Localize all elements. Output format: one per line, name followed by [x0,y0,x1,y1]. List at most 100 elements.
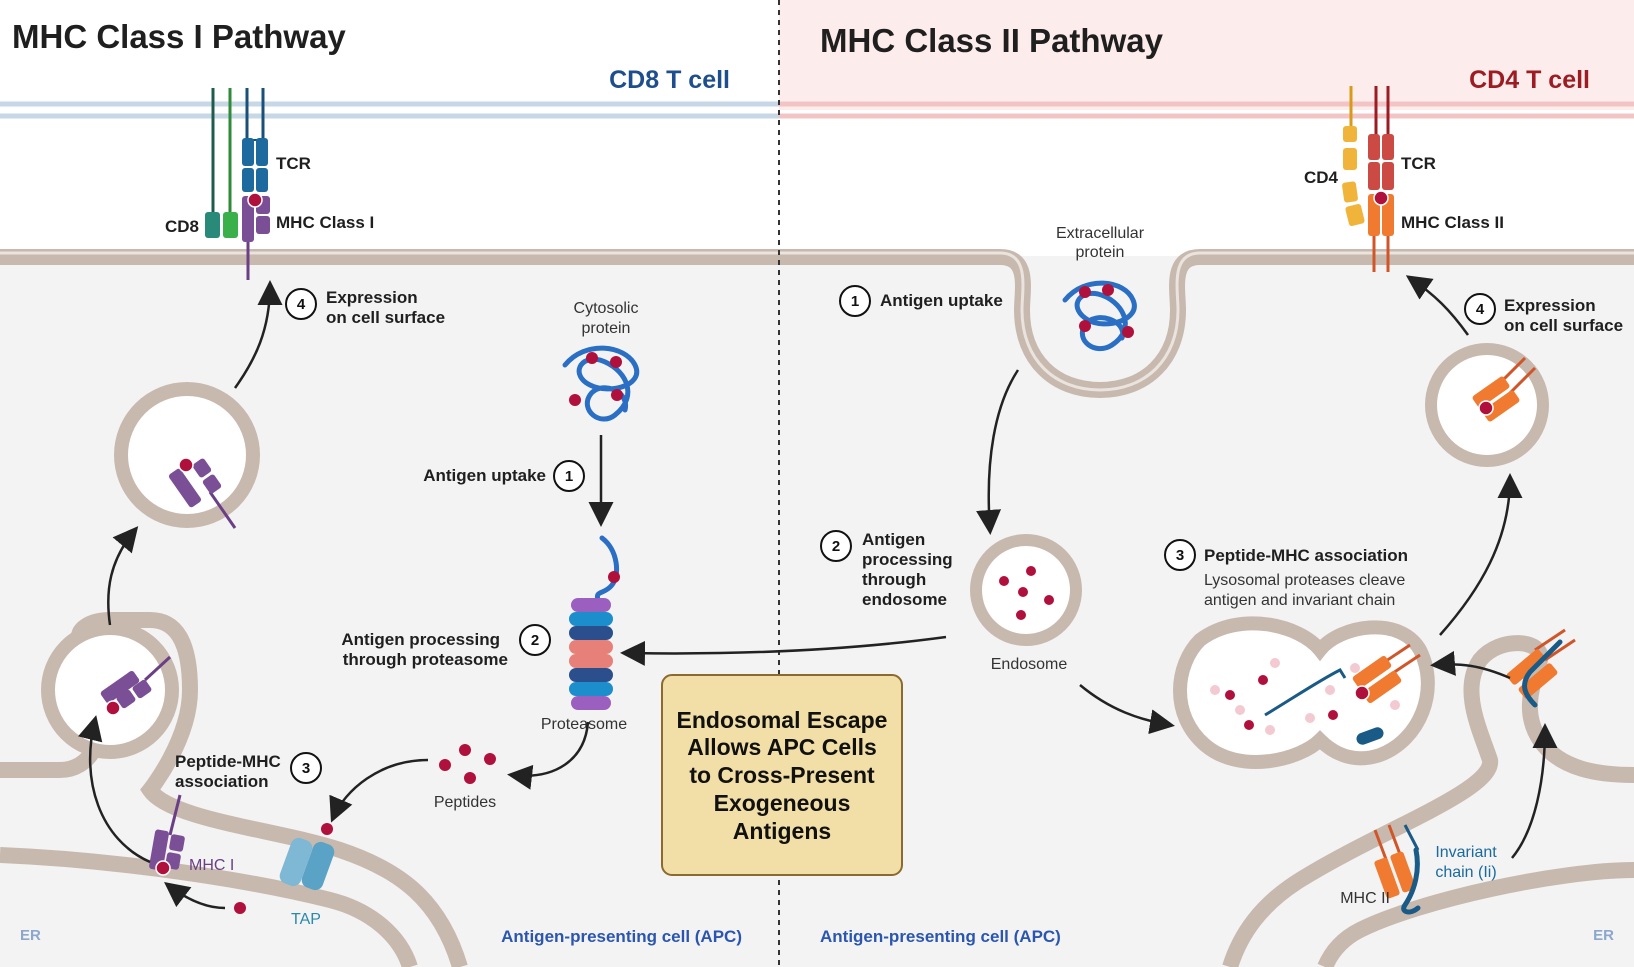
tcr-mhc1-complex-left [205,88,270,280]
step3-left-marker: 3 [290,752,322,784]
step3-right-marker: 3 [1164,539,1196,571]
arrow-proteasome-to-peptides [507,721,590,790]
cd8-tcell-membrane [0,101,779,119]
cd8-tcell-label: CD8 T cell [609,66,730,94]
lysosome-contents-icon [1210,658,1400,745]
invariant-chain-label-2: chain (Ii) [1435,864,1496,881]
step2-right-line1: Antigen [862,530,925,549]
svg-text:1: 1 [851,293,859,310]
box-line-3: to Cross-Present [689,762,875,788]
step4-left-line1: Expression [326,288,418,307]
cd4-tcell-label: CD4 T cell [1469,66,1590,94]
step3-right-sub1: Lysosomal proteases cleave [1204,572,1405,589]
svg-text:3: 3 [1176,547,1184,564]
step2-right-line3: through [862,570,926,589]
mhc1-er-icon [149,794,185,876]
box-line-2: Allows APC Cells [687,734,877,760]
extracellular-label-2: protein [1076,244,1125,261]
step4-right-line1: Expression [1504,296,1596,315]
arrow-vesicle-to-surface-left [233,280,283,389]
step4-left-line2: on cell surface [326,308,445,327]
step3-left-line1: Peptide-MHC [175,752,281,771]
step4-right-line2: on cell surface [1504,316,1623,335]
mhc-i-label: MHC I [189,857,234,874]
box-line-5: Antigens [733,818,831,844]
arrow-lysosome-to-vesicle [1439,473,1523,636]
step3-left-line2: association [175,772,269,791]
mhc-ii-label: MHC II [1340,890,1390,907]
step3-right-title: Peptide-MHC association [1204,546,1408,565]
step1-right-label: Antigen uptake [880,291,1003,310]
arrow-tap-to-mhc1 [164,881,226,910]
mhc-class-ii-label: MHC Class II [1401,213,1504,232]
svg-text:1: 1 [565,468,573,485]
proteasome-label: Proteasome [541,716,627,733]
peptides-icon [439,744,496,784]
step2-left-line2: through proteasome [343,650,508,669]
cytosolic-protein-icon [562,345,640,422]
apc-membrane-right [779,249,1634,399]
tcr-mhc2-complex-right [1342,86,1394,272]
step2-left-line1: Antigen processing [341,630,500,649]
apc-label-left: Antigen-presenting cell (APC) [501,927,742,946]
cd4-label: CD4 [1304,168,1339,187]
arrow-vesicle-to-vesicle [107,526,139,626]
extracellular-label-1: Extracellular [1056,225,1145,242]
step1-left-label: Antigen uptake [423,466,546,485]
svg-text:4: 4 [297,296,306,313]
peptides-label: Peptides [434,794,496,811]
tcr-label-left: TCR [276,154,311,173]
tap-label: TAP [291,911,321,928]
apc-label-right: Antigen-presenting cell (APC) [820,927,1061,946]
arrow-mhc1-to-vesicle [78,715,151,864]
step4-left-marker: 4 [285,288,317,320]
tcr-label-right: TCR [1401,154,1436,173]
box-line-4: Exogeneous [714,790,851,816]
arrow-peptides-to-tap [329,758,429,823]
endosomal-escape-box: Endosomal Escape Allows APC Cells to Cro… [661,674,903,876]
mhc2-invariant-er-exit-icon [1506,628,1576,708]
left-title: MHC Class I Pathway [12,18,346,55]
extracellular-protein-icon [1062,280,1137,352]
endosome-peptides-icon [999,566,1054,620]
invariant-chain-label-1: Invariant [1435,844,1497,861]
box-line-1: Endosomal Escape [677,707,888,733]
step3-right-sub2: antigen and invariant chain [1204,592,1395,609]
mhc2-lysosome-icon [1352,643,1421,704]
cytosolic-label-2: protein [582,320,631,337]
mhc-class-i-label: MHC Class I [276,213,374,232]
svg-text:4: 4 [1476,301,1485,318]
step1-left-marker: 1 [553,460,585,492]
cd8-label: CD8 [165,217,199,236]
step4-right-marker: 4 [1464,293,1496,325]
svg-text:2: 2 [832,538,840,555]
endosome-label: Endosome [991,656,1068,673]
apc-membrane-left [0,249,779,265]
proteasome-icon [569,535,620,710]
right-title: MHC Class II Pathway [820,22,1164,59]
cd4-tcell-membrane [779,101,1634,119]
arrow-endosomal-escape [620,635,947,666]
cd4-header-bg [779,0,1634,110]
step2-left-marker: 2 [519,624,551,656]
cytosolic-label-1: Cytosolic [574,300,639,317]
mhc1-vesicle-upper-icon [168,457,237,529]
arrow-vesicle-to-surface-right [1405,275,1470,336]
er-label-right: ER [1593,927,1614,944]
arrow-er-up [1511,723,1558,859]
mhc2-invariant-er-icon [1373,824,1421,915]
tap-transporter-icon [234,823,335,914]
er-label-left: ER [20,927,41,944]
step2-right-line4: endosome [862,590,947,609]
step2-right-line2: processing [862,550,953,569]
arrow-er-to-lysosome [1430,650,1511,680]
step1-right-marker: 1 [839,285,871,317]
arrow-endosome-to-lysosome [1079,684,1175,735]
step2-right-marker: 2 [820,530,852,562]
mhc1-vesicle-lower-icon [100,655,172,716]
svg-text:3: 3 [302,760,310,777]
arrow-uptake-to-endosome [976,369,1020,535]
mhc2-vesicle-upper-icon [1472,356,1537,422]
